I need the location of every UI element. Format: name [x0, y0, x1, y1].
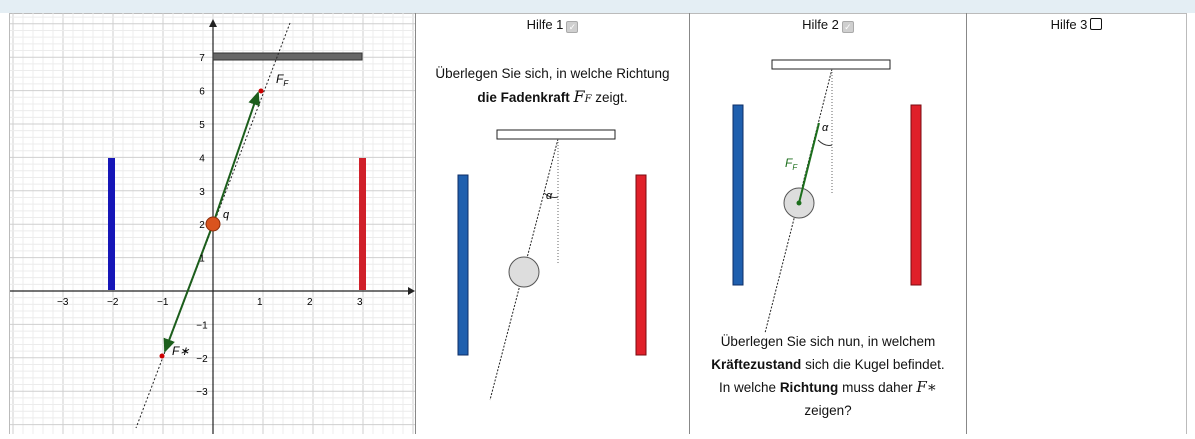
hilfe2-checkbox[interactable]: ✓ — [841, 21, 854, 33]
Fstar-handle[interactable] — [159, 353, 165, 359]
x-tick-label: −2 — [107, 297, 119, 308]
hilfe1-alpha: α — [546, 190, 553, 202]
hilfe3-header[interactable]: Hilfe 3 — [967, 17, 1186, 32]
hilfe1-header[interactable]: Hilfe 1✓ — [416, 17, 689, 33]
hilfe2-header[interactable]: Hilfe 2✓ — [690, 17, 966, 33]
hilfe2-force-label: FF — [785, 156, 798, 172]
ceiling-bar — [212, 52, 363, 61]
top-bar — [0, 0, 1195, 13]
hilfe2-positive-plate — [910, 104, 922, 286]
hilfe2-ceiling — [771, 59, 891, 70]
hilfe2-text: Überlegen Sie sich nun, in welchem Kräft… — [690, 330, 966, 422]
hilfe1-negative-plate — [457, 174, 469, 356]
hilfe2-negative-plate — [732, 104, 744, 286]
y-tick-label: 3 — [199, 187, 205, 198]
y-tick-label: 7 — [199, 53, 205, 64]
y-tick-label: 4 — [199, 153, 205, 164]
hilfe3-checkbox[interactable] — [1090, 18, 1103, 30]
hilfe2-angle-arc — [817, 139, 833, 146]
label-FF: FF — [276, 72, 289, 88]
x-tick-label: −1 — [157, 297, 169, 308]
hilfe1-angle-arc — [543, 192, 559, 198]
x-tick-label: 2 — [307, 297, 313, 308]
hilfe3-title: Hilfe 3 — [1050, 17, 1088, 32]
hilfe1-positive-plate — [635, 174, 647, 356]
y-tick-label: −3 — [196, 387, 208, 398]
hilfe1-ceiling — [496, 129, 616, 140]
hilfe1-diagram: α — [457, 129, 647, 401]
hilfe1-line2: die Fadenkraft FF zeigt. — [477, 87, 628, 106]
y-tick-label: −2 — [196, 354, 208, 365]
hilfe2-diagram: α FF — [732, 59, 922, 334]
help-table — [9, 13, 1187, 434]
y-tick-label: 6 — [199, 87, 205, 98]
column-divider — [966, 13, 967, 434]
hilfe1-title: Hilfe 1 — [526, 17, 564, 32]
charge-ball[interactable] — [205, 216, 221, 232]
hilfe2-title: Hilfe 2 — [802, 17, 839, 32]
y-tick-label: 5 — [199, 120, 205, 131]
hilfe2-line1: Überlegen Sie sich nun, in welchem — [720, 334, 936, 349]
x-tick-label: 3 — [357, 297, 363, 308]
force-FF-arrow[interactable] — [212, 91, 260, 225]
hilfe1-text: Überlegen Sie sich, in welche Richtung d… — [416, 62, 689, 111]
x-tick-label: −3 — [57, 297, 69, 308]
hilfe2-line4: zeigen? — [804, 403, 852, 418]
y-tick-label: −1 — [196, 320, 208, 331]
hilfe2-alpha: α — [822, 122, 829, 134]
force-Fstar-arrow[interactable] — [163, 223, 214, 353]
tick-labels: −3 −2 −1 1 2 3 7 6 5 4 3 2 1 −1 −2 −3 — [57, 53, 363, 398]
negative-plate — [108, 158, 115, 290]
hilfe1-ball — [508, 256, 540, 288]
x-axis-arrowhead — [408, 287, 415, 295]
hilfe1-checkbox[interactable]: ✓ — [566, 21, 579, 33]
label-q: q — [223, 209, 230, 221]
y-tick-label: 2 — [199, 220, 205, 231]
hilfe1-line1: Überlegen Sie sich, in welche Richtung — [435, 66, 670, 81]
positive-plate — [359, 158, 366, 290]
graph-panel[interactable]: q FF F∗ −3 −2 −1 1 2 3 7 6 5 4 3 2 1 −1 −2 −3 — [10, 13, 415, 434]
column-divider — [689, 13, 690, 434]
y-axis-arrowhead — [209, 19, 217, 27]
column-divider — [415, 13, 416, 434]
hilfe2-line3: In welche Richtung muss daher F∗ — [719, 378, 937, 396]
hilfe2-force-origin — [796, 200, 802, 206]
hilfe2-line2: Kräftezustand sich die Kugel befindet. — [711, 357, 945, 372]
FF-handle[interactable] — [258, 88, 264, 94]
x-tick-label: 1 — [257, 297, 263, 308]
y-tick-label: 1 — [199, 254, 205, 265]
coordinate-graph[interactable]: q FF F∗ −3 −2 −1 1 2 3 7 6 5 4 3 2 1 −1 −2 −3 — [10, 13, 415, 434]
hilfe2-force-arrow — [798, 122, 820, 204]
label-Fstar: F∗ — [172, 344, 189, 358]
